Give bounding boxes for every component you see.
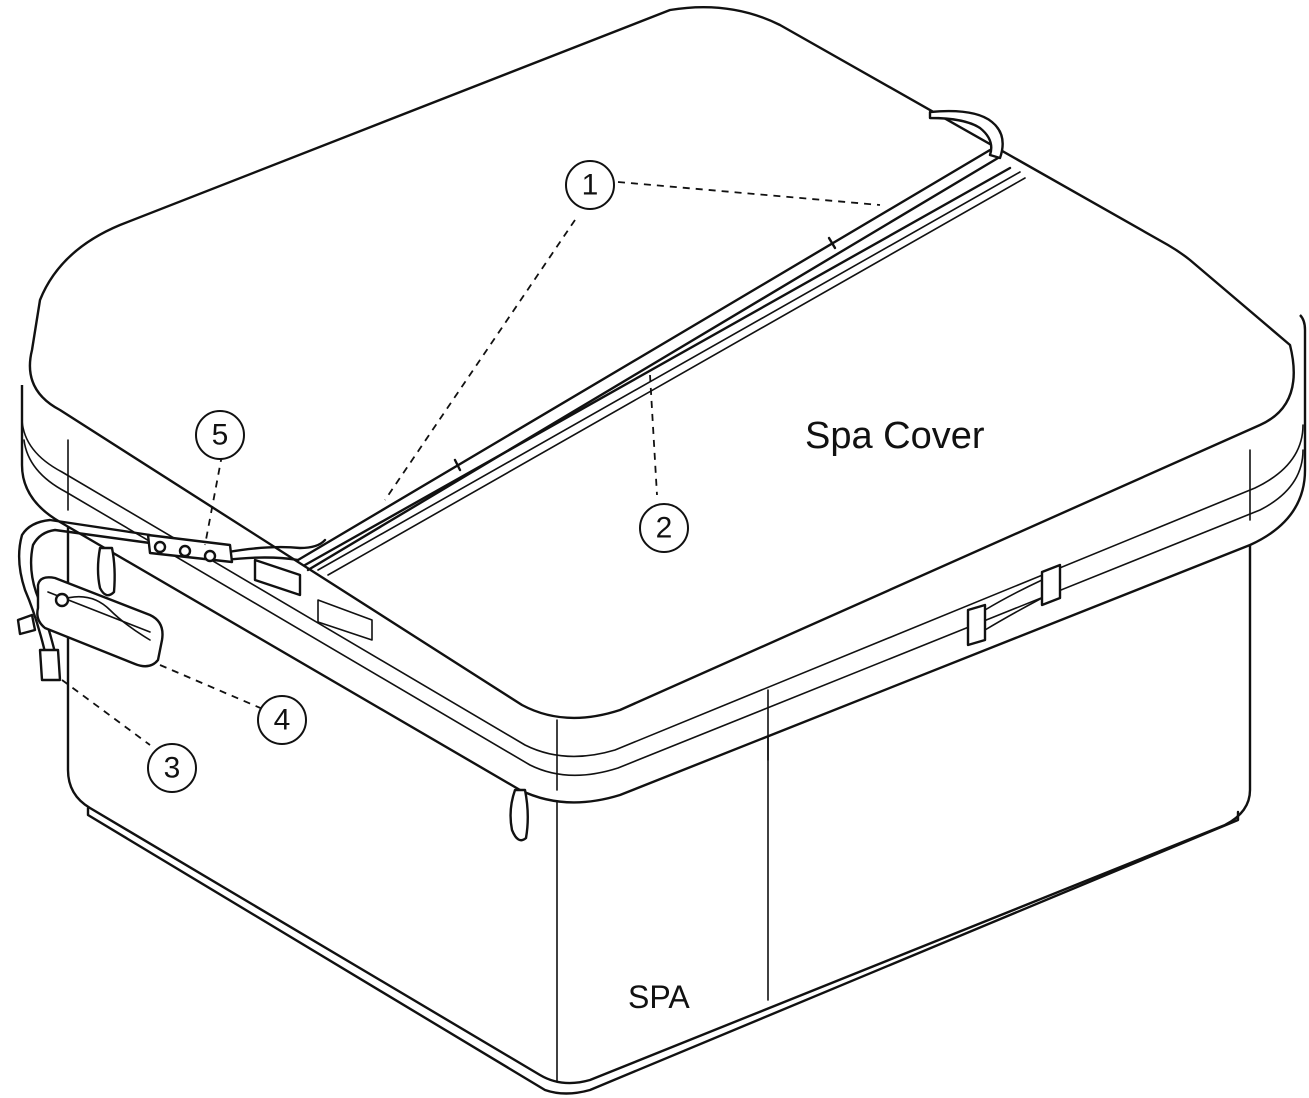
callout-5-number: 5: [212, 419, 229, 452]
spa-label: SPA: [628, 979, 690, 1015]
callout-3: 3: [147, 743, 197, 793]
callout-5: 5: [195, 410, 245, 460]
callout-2: 2: [639, 503, 689, 553]
leader-lines: [61, 181, 881, 746]
spa-cover: [20, 5, 1307, 842]
callout-1-number: 1: [582, 169, 599, 202]
callout-2-number: 2: [656, 512, 673, 545]
callout-4: 4: [257, 695, 307, 745]
mounting-bracket: [36, 576, 164, 668]
callout-4-number: 4: [274, 704, 291, 737]
callout-1: 1: [565, 160, 615, 210]
callout-3-number: 3: [164, 752, 181, 785]
lifter-bar: [223, 109, 1004, 572]
spa-cover-label: Spa Cover: [805, 415, 985, 457]
